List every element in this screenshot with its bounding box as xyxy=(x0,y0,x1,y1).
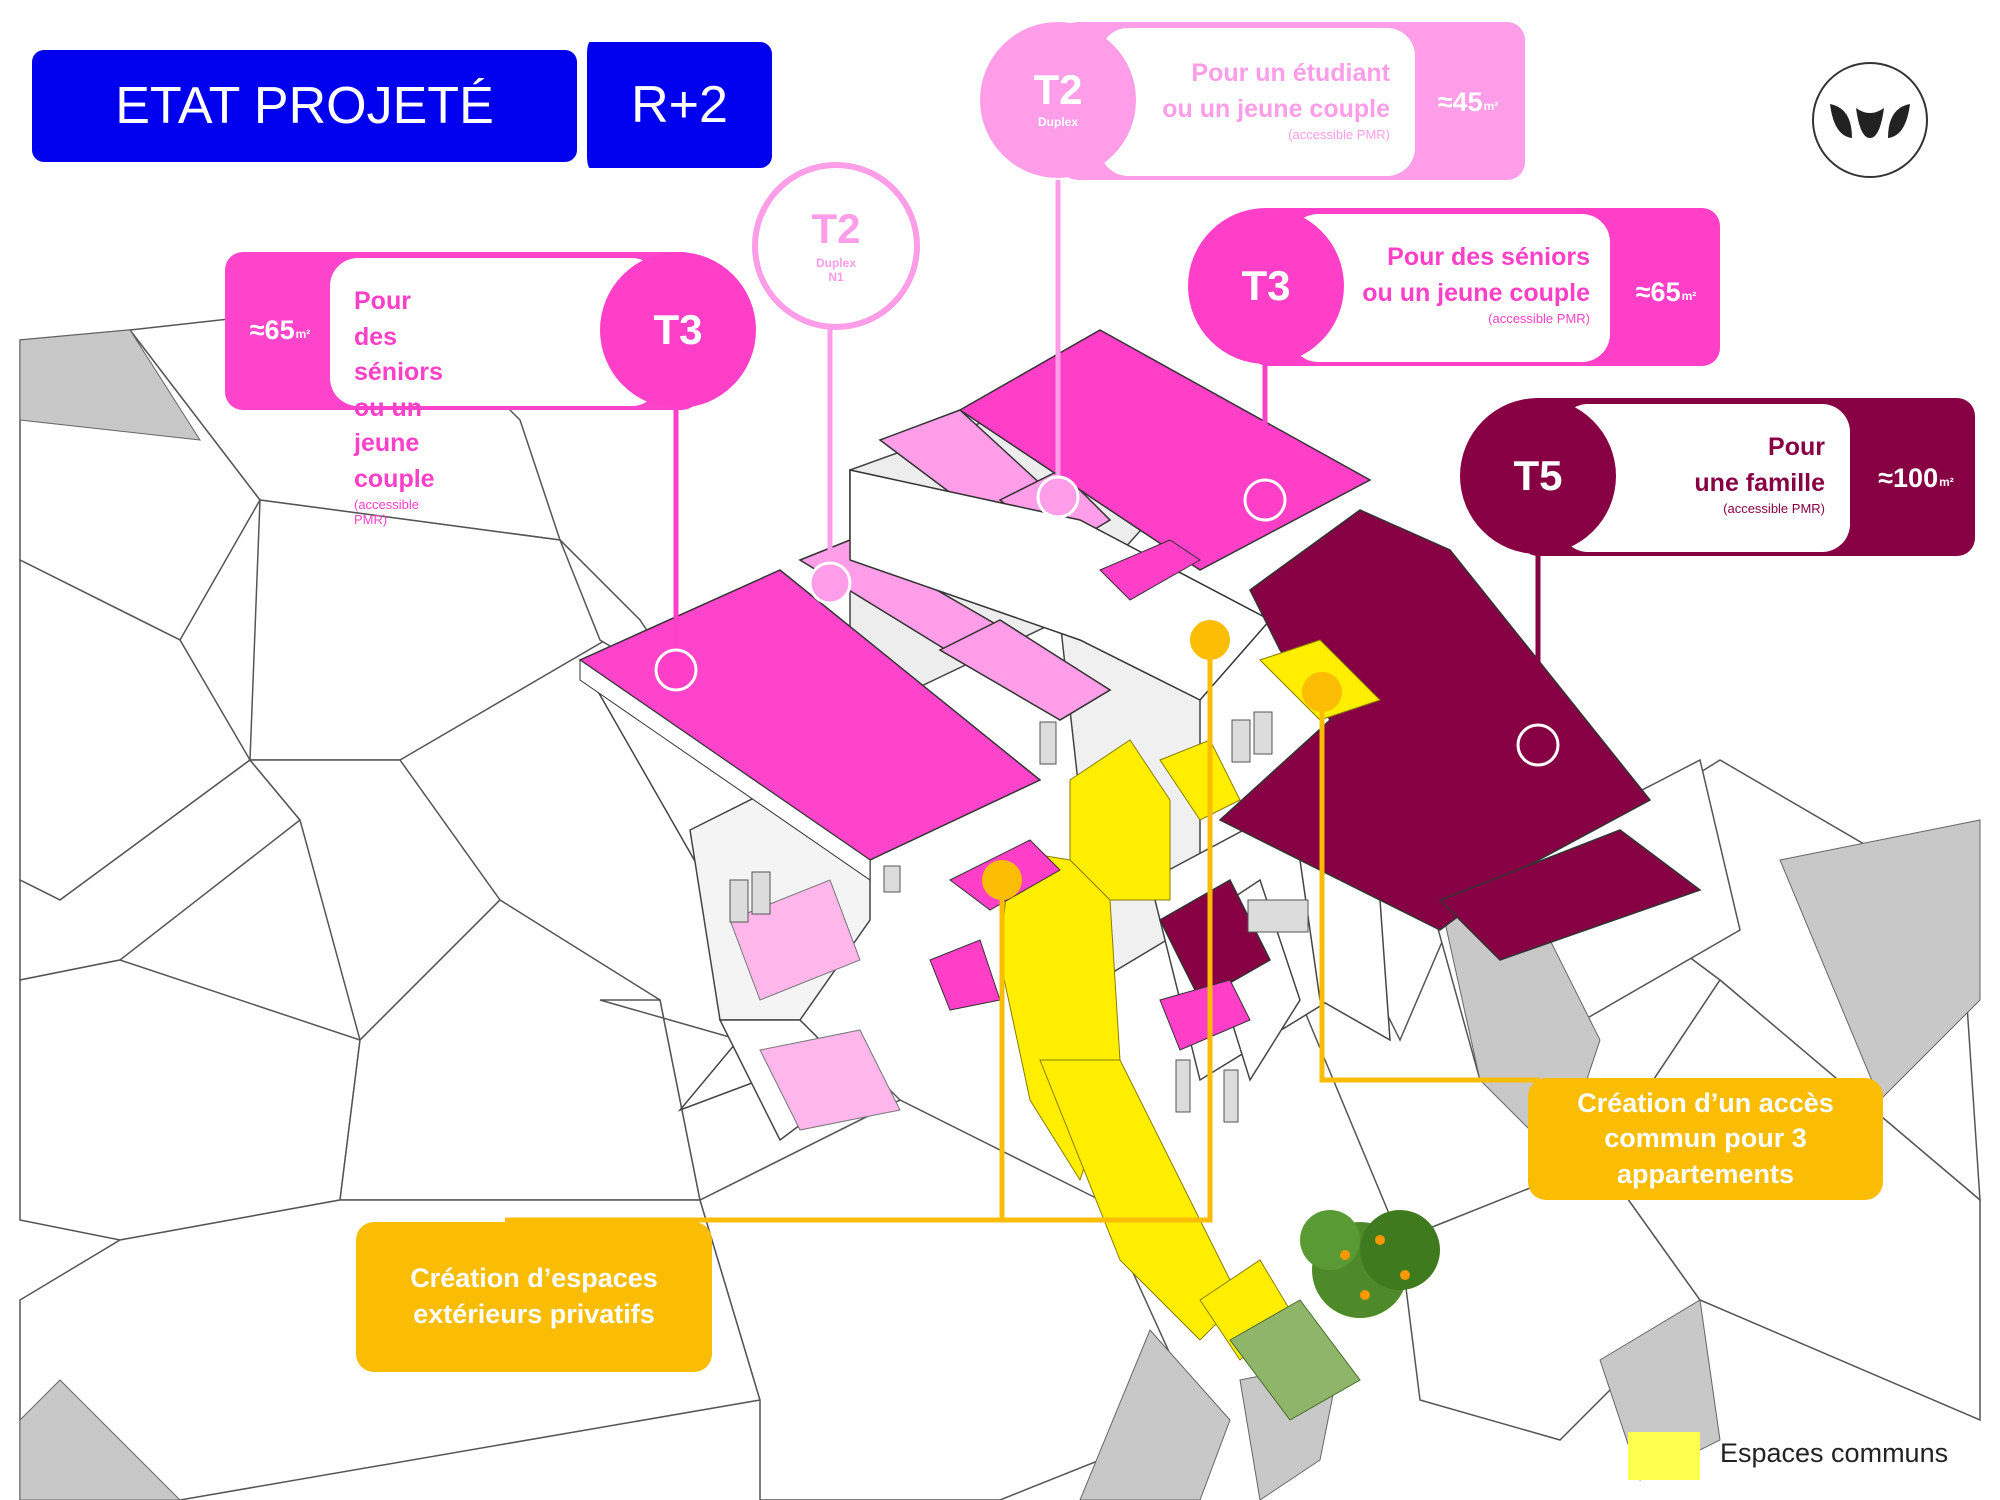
surrounding-buildings xyxy=(19,299,1981,1500)
unit-badge: T5 xyxy=(1460,398,1616,554)
unit-badge: T3 xyxy=(1188,208,1344,364)
unit-badge: T2 Duplex xyxy=(980,22,1136,178)
roof-t3-left-edge xyxy=(579,659,871,881)
roof-t2-duplex-n1 xyxy=(798,539,1112,721)
annotation-common-access: Création d’un accès commun pour 3 appart… xyxy=(1528,1078,1883,1200)
roof-t5 xyxy=(1159,509,1702,1002)
staircase-wall xyxy=(849,469,1272,701)
level-badge: R+2 xyxy=(578,42,772,168)
unit-description: Pour des séniors ou un jeune couple (acc… xyxy=(354,287,443,527)
orange-tree xyxy=(1300,1210,1440,1318)
callout-panel xyxy=(1100,28,1415,176)
leaf-logo-icon xyxy=(1830,104,1910,138)
unit-description: Pour un étudiant ou un jeune couple (acc… xyxy=(1162,59,1390,142)
legend-swatch-common xyxy=(1628,1432,1700,1480)
windows xyxy=(729,711,1309,1123)
leader-lines xyxy=(505,180,1541,1223)
unit-description: Pour des séniors ou un jeune couple (acc… xyxy=(1362,243,1590,326)
brand-logo xyxy=(1812,62,1928,178)
unit-badge: T3 xyxy=(600,252,756,408)
light-terraces xyxy=(729,879,901,1131)
garden xyxy=(1229,1299,1361,1421)
common-spaces xyxy=(999,639,1381,1361)
annotation-private-spaces: Création d’espaces extérieurs privatifs xyxy=(356,1222,712,1372)
common-markers xyxy=(982,620,1342,900)
unit-markers xyxy=(654,475,1560,767)
legend-label: Espaces communs xyxy=(1720,1438,1949,1468)
unit-badge-t2-duplex-n1: T2 Duplex N1 xyxy=(752,162,920,330)
unit-description: Pour une famille (accessible PMR) xyxy=(1694,433,1825,516)
page-title: ETAT PROJETÉ xyxy=(32,50,577,162)
building-shadows xyxy=(19,329,1981,1500)
